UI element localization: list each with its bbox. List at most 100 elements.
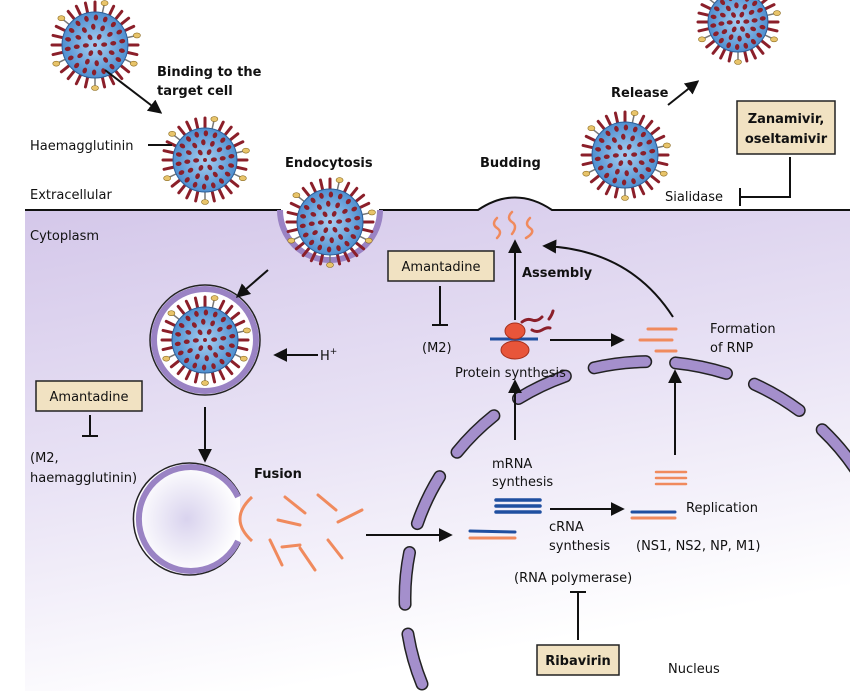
virus-core-dot: [67, 55, 74, 61]
spike: [170, 178, 182, 188]
spike: [358, 201, 371, 210]
virus-core-dot: [97, 49, 103, 56]
virus-core-dot: [322, 211, 328, 218]
virus-core-dot: [718, 37, 724, 44]
virus-core-dot: [640, 151, 647, 156]
spike: [743, 49, 749, 63]
haemagglutinin-head: [587, 125, 596, 131]
virus-core-dot: [736, 20, 740, 24]
virus-core-dot: [178, 170, 185, 175]
haemagglutinin-head: [773, 10, 781, 16]
spike: [177, 125, 187, 137]
virus-core-dot: [218, 178, 224, 184]
virus-core-dot: [103, 57, 109, 63]
haemagglutinin-head: [163, 175, 171, 182]
haemagglutinin-spike: [709, 0, 716, 4]
virus-core-dot: [207, 344, 213, 351]
virus-core-dot: [81, 27, 87, 33]
virus-core-dot: [101, 68, 106, 75]
virus-core-dot: [228, 343, 235, 348]
spike: [749, 47, 757, 60]
label-m2-haem: (M2,: [30, 451, 59, 466]
haemagglutinin-head: [630, 110, 639, 116]
haemagglutinin-head: [287, 237, 296, 244]
haemagglutinin-head: [210, 116, 219, 122]
virus-core-dot: [211, 337, 218, 342]
spike: [210, 189, 216, 203]
virus-core-dot: [192, 142, 198, 149]
drug-name: oseltamivir: [745, 132, 828, 147]
label-m2: (M2): [422, 341, 452, 356]
virus-core-dot: [640, 131, 646, 138]
virus-core-dot: [194, 131, 199, 138]
virus-core-dot: [187, 167, 194, 173]
label-crna-2: synthesis: [549, 539, 610, 554]
virus-core-dot: [68, 28, 75, 33]
spike: [604, 183, 613, 196]
virus-core-dot: [109, 63, 115, 70]
virus-core-dot: [750, 38, 756, 45]
virus-core-dot: [337, 193, 343, 200]
drug-box-ribavirin: Ribavirin: [536, 644, 620, 676]
virus-core-dot: [118, 48, 125, 53]
haemagglutinin-head: [133, 32, 141, 39]
virus-core-dot: [331, 211, 337, 217]
virus-core-dot: [82, 43, 89, 48]
label-endocytosis: Endocytosis: [285, 156, 373, 171]
virus-core-dot: [626, 144, 632, 150]
virus-core-dot: [725, 5, 731, 12]
virus-core-dot: [354, 215, 361, 221]
label-rna-polymerase: (RNA polymerase): [514, 571, 632, 586]
virus-core-dot: [631, 178, 636, 185]
virus-core-dot: [219, 156, 226, 161]
virus-core-dot: [175, 161, 182, 166]
spike: [653, 134, 666, 143]
spike: [581, 143, 595, 150]
spike: [210, 370, 217, 384]
virus-core-dot: [329, 237, 334, 244]
virus-core-dot: [617, 144, 623, 151]
virus-core-dot: [88, 50, 94, 56]
virus-core-dot: [219, 358, 225, 365]
virus-core-dot: [220, 137, 226, 143]
spike: [613, 185, 620, 199]
virus-core-dot: [119, 38, 126, 44]
spike: [630, 185, 637, 199]
virus-core-dot: [187, 348, 193, 354]
virus-core-dot: [623, 153, 627, 157]
virus-core-dot: [710, 23, 717, 28]
virus-core-dot: [225, 352, 232, 357]
virus-core-dot: [316, 204, 322, 210]
label-mrna: mRNA: [492, 457, 532, 472]
virus-core-dot: [211, 182, 216, 189]
spike: [309, 181, 318, 194]
fusion-vesicle: [132, 462, 241, 576]
spike: [184, 368, 193, 381]
virus-core-dot: [612, 177, 618, 184]
vrna-segment: [268, 538, 284, 567]
spike: [759, 0, 768, 5]
spike: [228, 132, 240, 142]
virus-core-dot: [343, 227, 350, 232]
virus-core-dot: [748, 9, 755, 15]
virus-core-dot: [734, 43, 740, 50]
virus-core-dot: [229, 333, 236, 339]
virus-core-dot: [110, 41, 117, 46]
virus-core-dot: [645, 167, 652, 172]
spike: [286, 210, 300, 217]
virus-core-dot: [91, 69, 97, 76]
spike: [644, 119, 654, 131]
virus-core-dot: [320, 235, 325, 242]
spike: [637, 114, 646, 127]
spike: [123, 24, 136, 33]
virus-core-dot: [204, 174, 209, 181]
virus-core-dot: [731, 12, 736, 18]
spike: [114, 69, 124, 81]
virus-core-dot: [192, 338, 199, 343]
virus-core-dot: [74, 62, 80, 69]
label-mrna-2: synthesis: [492, 475, 553, 490]
virus-core-dot: [195, 173, 200, 180]
label-assembly: Assembly: [522, 266, 593, 281]
spike: [83, 1, 90, 15]
spike: [164, 319, 177, 328]
